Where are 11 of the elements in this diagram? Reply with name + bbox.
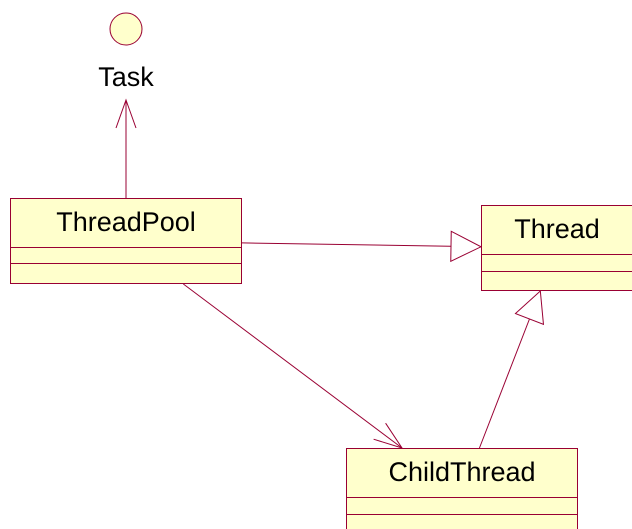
class-box — [10, 198, 242, 284]
generalization-arrow — [242, 230, 482, 262]
class-name: ThreadPool — [55, 206, 197, 239]
class-box — [346, 448, 578, 529]
generalization-arrow — [478, 290, 544, 448]
class-box — [481, 205, 632, 291]
class-name: ChildThread — [387, 456, 537, 489]
association-arrow — [116, 100, 136, 198]
class-name: Thread — [513, 213, 601, 246]
association-arrow — [182, 284, 402, 448]
interface-name: Task — [97, 62, 155, 93]
